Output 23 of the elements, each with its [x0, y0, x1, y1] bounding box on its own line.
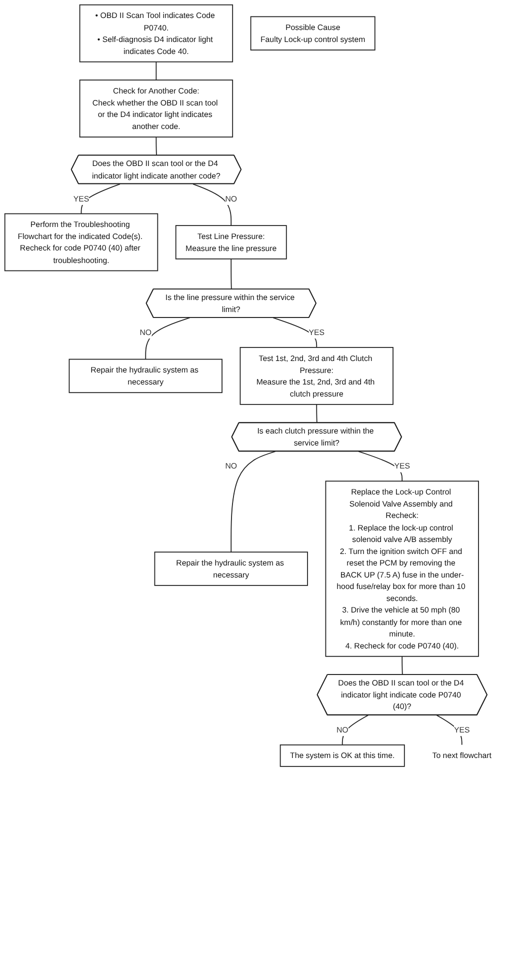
connector — [358, 450, 403, 482]
connector — [230, 258, 232, 290]
node-box — [280, 744, 405, 767]
node-box — [325, 480, 479, 657]
node-box — [175, 225, 287, 260]
node-box — [4, 213, 158, 272]
connector — [316, 404, 318, 424]
connector — [402, 656, 403, 676]
connector — [80, 184, 120, 214]
node-box — [250, 16, 376, 50]
connector — [145, 317, 190, 360]
node-box — [79, 4, 234, 62]
connector — [230, 450, 276, 553]
connector — [156, 61, 157, 80]
connector — [436, 714, 462, 746]
node-box — [240, 346, 394, 405]
node-box — [79, 80, 234, 138]
connector — [192, 184, 232, 226]
connector — [272, 317, 318, 348]
node-box — [154, 552, 308, 586]
connector — [156, 136, 157, 156]
node-box — [68, 358, 222, 394]
connector — [342, 714, 369, 746]
